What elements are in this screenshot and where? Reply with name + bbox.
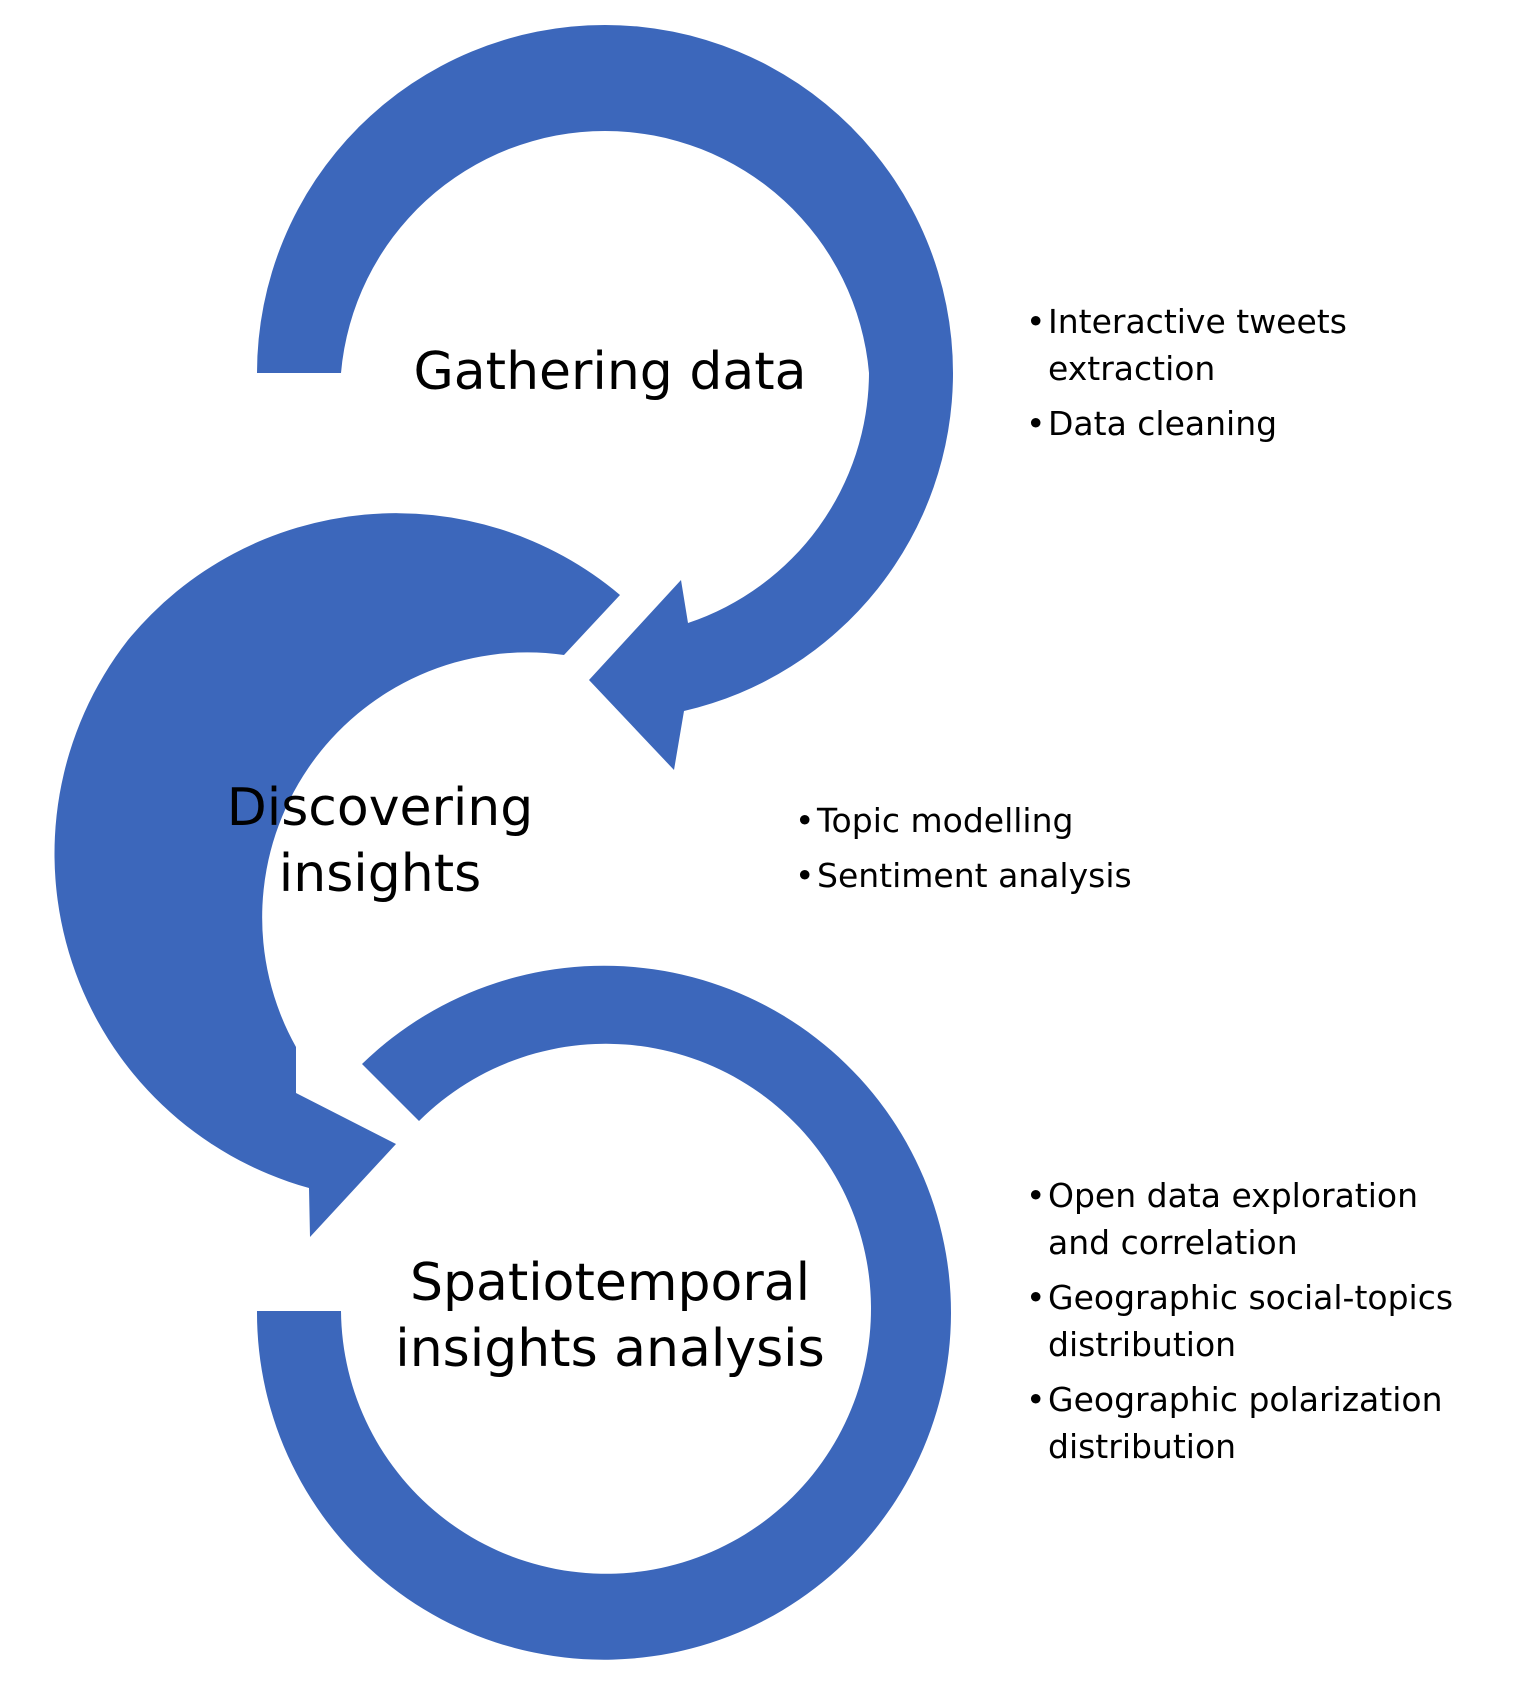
stage-title-line: Discovering bbox=[226, 778, 534, 838]
stage-title-line: insights analysis bbox=[395, 1319, 825, 1379]
list-item: Data cleaning bbox=[1026, 400, 1496, 447]
list-item: Geographic polarization distribution bbox=[1026, 1376, 1506, 1470]
bullet-line: and correlation bbox=[1048, 1223, 1298, 1262]
list-item: Open data exploration and correlation bbox=[1026, 1172, 1506, 1266]
bullet-line: Interactive tweets bbox=[1048, 302, 1347, 341]
stage-title-line: Gathering data bbox=[413, 342, 807, 402]
bullet-line: Geographic polarization bbox=[1048, 1380, 1443, 1419]
discovering-arc-arrow bbox=[54, 513, 620, 1237]
stage-title-spatiotemporal: Spatiotemporal insights analysis bbox=[330, 1250, 890, 1382]
bullet-line: distribution bbox=[1048, 1325, 1237, 1364]
bullet-line: Data cleaning bbox=[1048, 404, 1278, 443]
bullet-line: Topic modelling bbox=[817, 801, 1074, 840]
stage-title-discovering: Discovering insights bbox=[180, 775, 580, 907]
gathering-arc-arrow bbox=[257, 25, 953, 770]
stage-title-gathering: Gathering data bbox=[360, 339, 860, 405]
bullet-list-discovering: Topic modelling Sentiment analysis bbox=[795, 797, 1265, 907]
bullet-list-spatiotemporal: Open data exploration and correlation Ge… bbox=[1026, 1172, 1506, 1478]
list-item: Interactive tweets extraction bbox=[1026, 298, 1496, 392]
stage-title-line: insights bbox=[278, 844, 482, 904]
list-item: Sentiment analysis bbox=[795, 852, 1265, 899]
list-item: Geographic social-topics distribution bbox=[1026, 1274, 1506, 1368]
bullet-line: Geographic social-topics bbox=[1048, 1278, 1454, 1317]
list-item: Topic modelling bbox=[795, 797, 1265, 844]
bullet-line: distribution bbox=[1048, 1427, 1237, 1466]
bullet-line: extraction bbox=[1048, 349, 1216, 388]
bullet-line: Open data exploration bbox=[1048, 1176, 1419, 1215]
bullet-line: Sentiment analysis bbox=[817, 856, 1132, 895]
stage-title-line: Spatiotemporal bbox=[409, 1253, 811, 1313]
bullet-list-gathering: Interactive tweets extraction Data clean… bbox=[1026, 298, 1496, 455]
